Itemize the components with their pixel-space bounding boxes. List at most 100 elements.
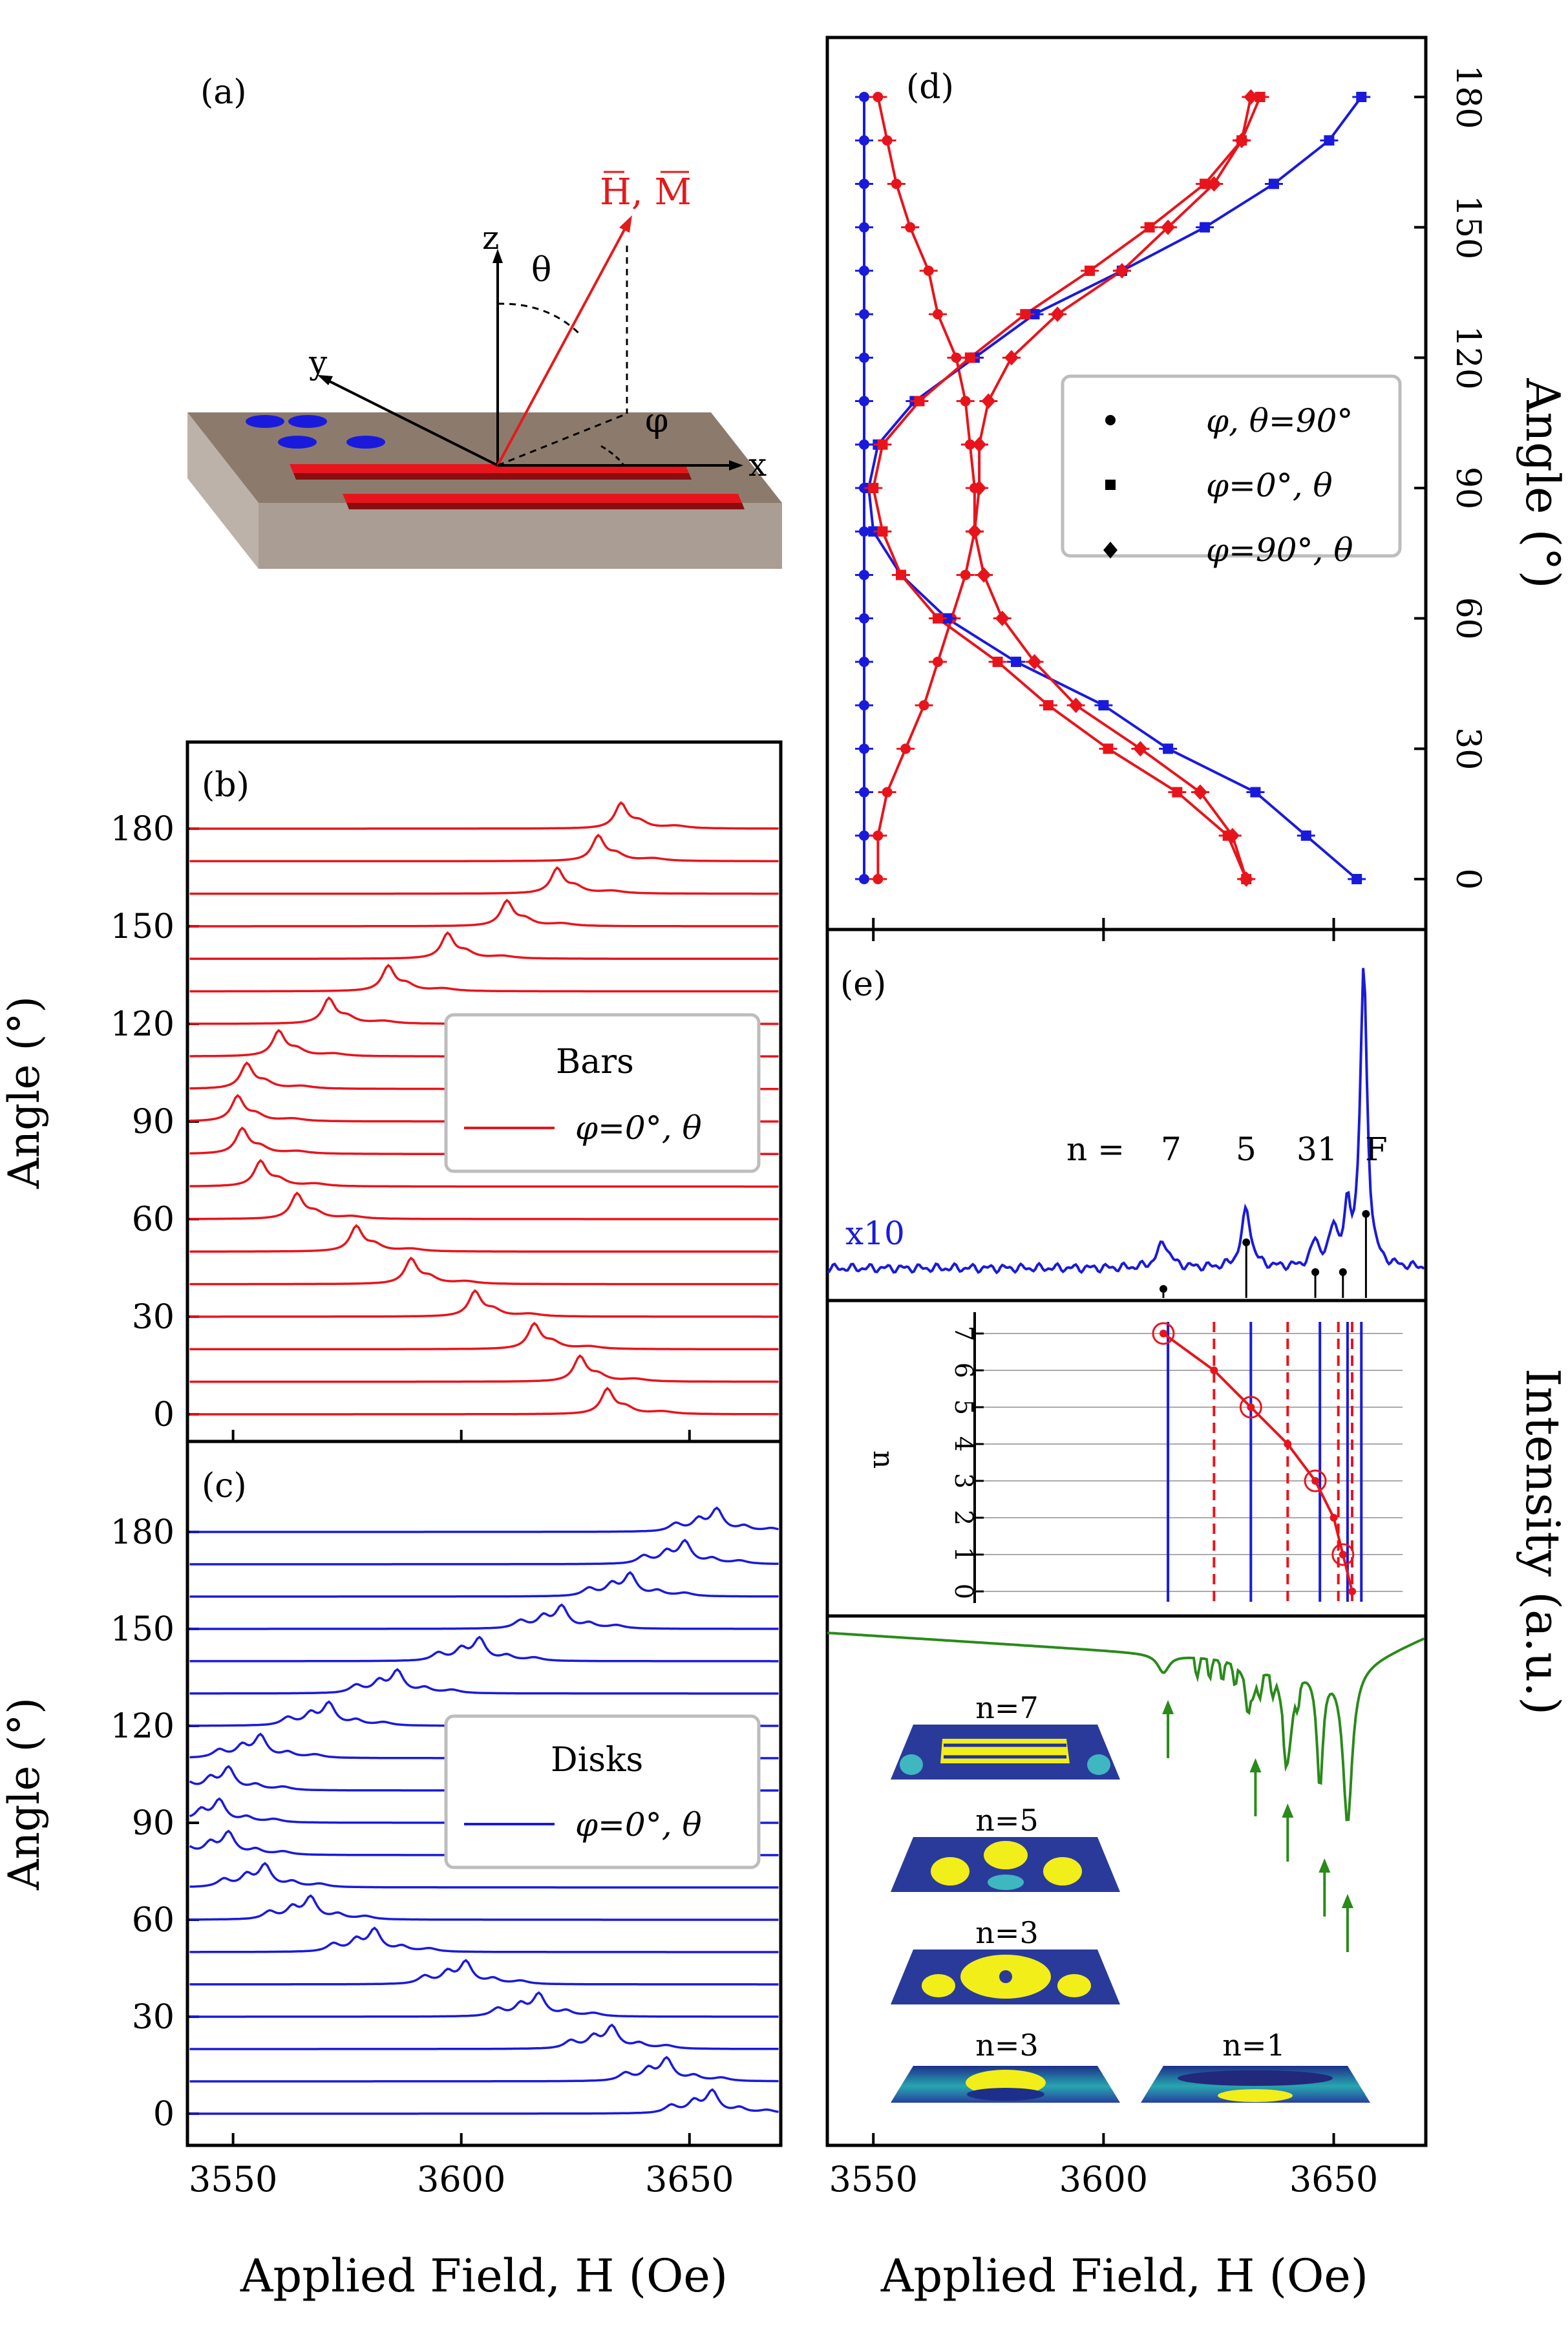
panel-c-trace-60 xyxy=(189,1894,779,1921)
panel-d-point-4-0 xyxy=(1239,871,1254,887)
dispersion-point-2 xyxy=(1330,1514,1338,1522)
legend-b-entry: φ=0°, θ xyxy=(575,1109,702,1147)
angle-c-ylabel: Angle (°) xyxy=(0,1697,49,1891)
axis-x-head xyxy=(729,460,743,471)
panel-d-point-0-10 xyxy=(858,830,869,841)
dispersion-point-3 xyxy=(1311,1477,1320,1485)
panel-d-point-4-60 xyxy=(995,610,1010,626)
legend-d-square-marker xyxy=(1105,480,1116,490)
left-xtick-label-3650: 3650 xyxy=(645,2159,734,2200)
panel-c-trace-50 xyxy=(189,1926,779,1953)
panel-d-point-2-170 xyxy=(1324,135,1335,146)
panel-b-trace-130 xyxy=(189,963,779,993)
axis-y-head xyxy=(317,375,333,385)
panel-d-point-0-120 xyxy=(858,352,869,363)
panel-d-point-2-80 xyxy=(868,526,879,537)
legend-b-box xyxy=(444,1013,761,1173)
panel-d-point-1-140 xyxy=(923,265,934,276)
mode-stems xyxy=(1159,1210,1370,1298)
bar-strip-1-shadow xyxy=(293,473,692,480)
dispersion-point-7 xyxy=(1159,1330,1167,1337)
panel-d-point-1-20 xyxy=(882,787,893,798)
panel-d-point-0-0 xyxy=(858,874,869,884)
panel-d-point-2-150 xyxy=(1200,222,1211,233)
panel-c-label: (c) xyxy=(202,1467,247,1505)
panel-d-point-1-10 xyxy=(873,830,884,841)
panel-d-point-4-100 xyxy=(972,436,987,452)
right-xtick-label-3550: 3550 xyxy=(829,2159,918,2200)
legend-c: Disks φ=0°, θ xyxy=(444,1714,761,1869)
panel-b-ytick-label-90: 90 xyxy=(132,1103,175,1142)
field-vector-label: H, M xyxy=(600,171,692,213)
dispersion-ytick-label-6: 6 xyxy=(949,1363,978,1378)
mode-map-n3a: n=3 xyxy=(891,1915,1120,2004)
panel-d-ytick-label-30: 30 xyxy=(1448,727,1487,770)
bar-strip-2-shadow xyxy=(346,503,745,509)
axis-z-head xyxy=(493,249,503,263)
panel-d-point-1-70 xyxy=(960,569,971,580)
panel-d-ytick-label-180: 180 xyxy=(1448,65,1487,129)
legend-d-circle-marker xyxy=(1105,415,1116,425)
legend-d-entry-3: φ=90°, θ xyxy=(1206,531,1353,569)
panel-d-point-4-20 xyxy=(1192,784,1207,800)
mode-map-n5-lobe-4 xyxy=(988,1875,1024,1890)
panel-d-point-0-150 xyxy=(858,222,869,233)
panel-d-point-4-130 xyxy=(1050,306,1065,323)
legend-c-entry: φ=0°, θ xyxy=(575,1806,702,1844)
panel-c-ytick-label-30: 30 xyxy=(132,1998,175,2037)
mode-map-n3a-lobe-3 xyxy=(1057,1974,1091,1997)
panel-c-trace-20 xyxy=(189,2023,779,2050)
panel-c-frame xyxy=(185,1440,783,2147)
mode-map-n1-band xyxy=(1178,2070,1333,2086)
panel-d-ytick-label-90: 90 xyxy=(1448,467,1487,509)
panel-d-ytick-label-0: 0 xyxy=(1448,868,1487,889)
panel-d-point-4-50 xyxy=(1027,653,1042,670)
panel-d-point-1-170 xyxy=(882,135,893,146)
panel-b-trace-150 xyxy=(189,898,779,928)
panel-d-point-4-70 xyxy=(977,567,991,583)
panel-c-trace-130 xyxy=(189,1668,779,1695)
panel-d-point-4-160 xyxy=(1207,176,1222,192)
mode-map-n5: n=5 xyxy=(891,1803,1120,1892)
left-xtick-label-3550: 3550 xyxy=(189,2159,277,2200)
dispersion-lines xyxy=(1167,1322,1363,1602)
panel-d-point-1-160 xyxy=(891,178,902,189)
dispersion-ring-7 xyxy=(1152,1322,1175,1345)
panel-c-trace-160 xyxy=(189,1571,779,1598)
xlabel-left: Applied Field, H (Oe) xyxy=(240,2249,728,2302)
mode-label-5: 5 xyxy=(1236,1131,1256,1168)
mode-map-n5-lobe-3 xyxy=(1043,1857,1082,1886)
dispersion-point-5 xyxy=(1247,1403,1255,1411)
mode-map-n7-stripe xyxy=(940,1739,1070,1763)
panel-d-point-3-60 xyxy=(932,613,943,624)
panel-d-point-4-40 xyxy=(1068,697,1083,714)
axis-z-label: z xyxy=(482,219,499,257)
panel-d-point-2-0 xyxy=(1351,874,1362,884)
panel-d-point-4-30 xyxy=(1133,741,1148,757)
stem-dot-1 xyxy=(1242,1238,1251,1246)
panel-b-trace-140 xyxy=(189,931,779,961)
legend-b-title: Bars xyxy=(556,1043,634,1081)
panel-d-point-1-50 xyxy=(932,656,943,667)
panel-d-ytick-label-60: 60 xyxy=(1448,597,1487,640)
phi-label: φ xyxy=(645,401,668,440)
dispersion-ring-5 xyxy=(1239,1396,1262,1419)
panel-c-trace-150 xyxy=(189,1603,779,1630)
panel-d-point-3-150 xyxy=(1144,222,1155,233)
panel-b-trace-0 xyxy=(189,1387,779,1416)
panel-d-point-0-40 xyxy=(858,700,869,711)
panel-b-trace-60 xyxy=(189,1191,779,1220)
field-vector-head xyxy=(619,215,632,233)
mode-map-n7: n=7 xyxy=(891,1690,1120,1780)
x10-annotation: x10 xyxy=(845,1215,905,1252)
panel-d-point-2-60 xyxy=(942,613,953,624)
mode-map-n3a-lobe-2 xyxy=(922,1974,955,1997)
panel-d-point-1-180 xyxy=(873,92,884,102)
panel-b-trace-70 xyxy=(189,1158,779,1188)
panel-d-point-3-50 xyxy=(992,656,1003,667)
simulation-trace xyxy=(827,1631,1425,1822)
panel-a-label: (a) xyxy=(200,73,247,112)
